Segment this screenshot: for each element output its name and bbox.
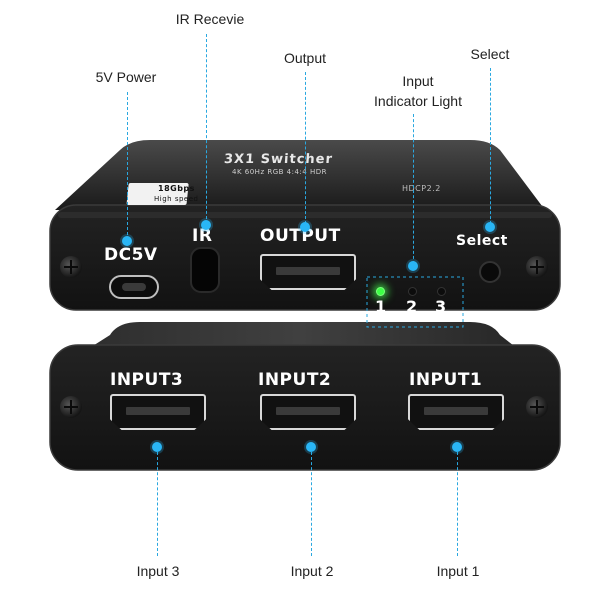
- output-callout: Output: [283, 50, 327, 66]
- input2-callout: Input 2: [290, 563, 334, 579]
- input3-hdmi-port[interactable]: [110, 394, 206, 430]
- input1-label: INPUT1: [409, 370, 483, 390]
- input3-callout: Input 3: [136, 563, 180, 579]
- indicator-leader-dot: [408, 261, 418, 271]
- indicator-number-1: 1: [375, 297, 387, 316]
- input2-leader-dot: [306, 442, 316, 452]
- five-v-power-callout: 5V Power: [95, 69, 157, 85]
- indicator-leader-line: [413, 114, 414, 264]
- badge-line1: 18Gbps: [158, 184, 195, 193]
- indicator-led-2: [408, 287, 417, 296]
- badge-line2: High speed: [154, 195, 199, 203]
- indicator-number-2: 2: [406, 297, 418, 316]
- indicator-led-1: [376, 287, 385, 296]
- input1-callout: Input 1: [436, 563, 480, 579]
- power-leader-line: [127, 92, 128, 240]
- power-leader-dot: [122, 236, 132, 246]
- output-label: OUTPUT: [260, 226, 341, 246]
- indicator-led-3: [437, 287, 446, 296]
- input-indicator-callout-line1: Input: [402, 73, 434, 89]
- input1-leader-line: [457, 452, 458, 556]
- hdcp-label: HDCP2.2: [402, 184, 441, 193]
- input3-label: INPUT3: [110, 370, 184, 390]
- input2-label: INPUT2: [258, 370, 332, 390]
- screw-icon: [526, 256, 548, 278]
- indicator-frame: [366, 276, 464, 328]
- ir-leader-dot: [201, 220, 211, 230]
- input1-leader-dot: [452, 442, 462, 452]
- indicator-number-3: 3: [435, 297, 447, 316]
- select-button-knob: [479, 261, 501, 283]
- input2-hdmi-port[interactable]: [260, 394, 356, 430]
- ir-receive-callout: IR Recevie: [175, 11, 245, 27]
- ir-label: IR: [192, 226, 213, 246]
- screw-icon: [60, 396, 82, 418]
- product-spec: 4K 60Hz RGB 4:4:4 HDR: [232, 168, 327, 176]
- screw-icon: [60, 256, 82, 278]
- speed-badge: [126, 183, 189, 205]
- output-leader-dot: [300, 222, 310, 232]
- ir-leader-line: [206, 34, 207, 224]
- ir-window: [190, 247, 220, 293]
- product-title: 3X1 Switcher: [223, 152, 334, 167]
- input3-leader-line: [157, 452, 158, 556]
- screw-icon: [526, 396, 548, 418]
- input-indicator-callout-line2: Indicator Light: [374, 93, 462, 109]
- output-leader-line: [305, 72, 306, 224]
- select-callout: Select: [470, 46, 510, 62]
- dc5v-label: DC5V: [104, 245, 158, 265]
- input3-leader-dot: [152, 442, 162, 452]
- select-leader-line: [490, 68, 491, 224]
- select-label: Select: [456, 233, 508, 249]
- input2-leader-line: [311, 452, 312, 556]
- input1-hdmi-port[interactable]: [408, 394, 504, 430]
- select-leader-dot: [485, 222, 495, 232]
- output-hdmi-port[interactable]: [260, 254, 356, 290]
